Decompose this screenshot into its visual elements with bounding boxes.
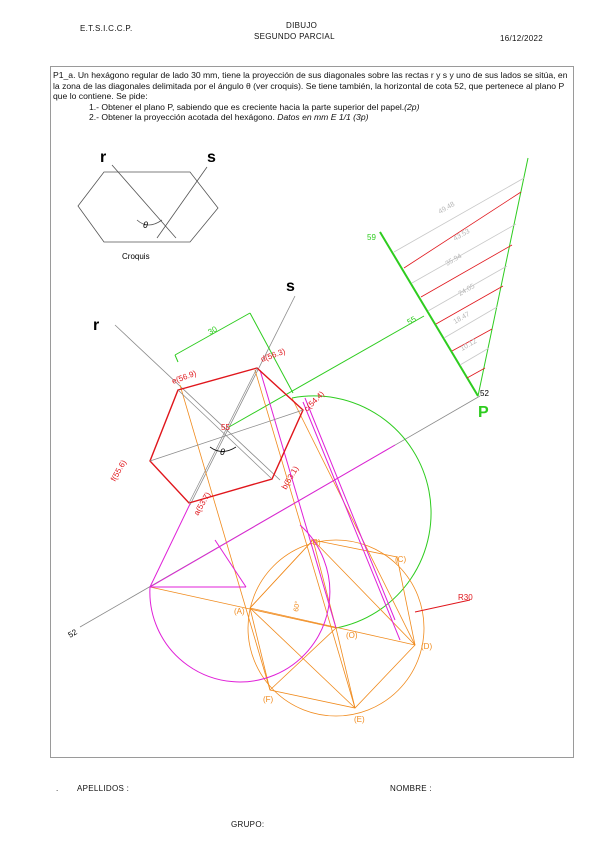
slope-dim-6: 10.12 bbox=[460, 338, 479, 353]
exercise-frame bbox=[50, 66, 574, 758]
level-59-label: 59 bbox=[367, 233, 376, 242]
croquis-theta-arc bbox=[136, 219, 163, 226]
level-55-label: 55 bbox=[406, 314, 419, 327]
statement-text: P1_a. Un hexágono regular de lado 30 mm,… bbox=[53, 70, 568, 102]
croquis-theta: θ bbox=[143, 220, 148, 230]
croquis-sketch bbox=[77, 164, 219, 243]
rabat-circle bbox=[247, 539, 425, 717]
dim-30-line bbox=[174, 312, 251, 356]
label-b: b(53.1) bbox=[280, 464, 301, 491]
label-D: (D) bbox=[421, 642, 432, 651]
dim-30-label: 30 bbox=[207, 324, 220, 337]
slope-dim-1: 49.48 bbox=[438, 201, 457, 216]
name-label: NOMBRE : bbox=[390, 784, 432, 793]
exam-label: SEGUNDO PARCIAL bbox=[254, 32, 335, 41]
plane-thick-segment bbox=[379, 231, 479, 397]
task-2: 2.- Obtener la proyección acotada del he… bbox=[89, 112, 369, 123]
level-52-left: 52 bbox=[67, 627, 80, 640]
angle-label: 60° bbox=[292, 600, 302, 612]
level-55-line bbox=[228, 315, 425, 428]
slope-graduations bbox=[393, 177, 525, 379]
rabat-arc-green bbox=[291, 395, 432, 629]
label-d: d(56.3) bbox=[260, 347, 287, 364]
theta-label: θ bbox=[220, 447, 225, 457]
task-1: 1.- Obtener el plano P, sabiendo que es … bbox=[89, 101, 420, 112]
label-r: r bbox=[93, 317, 99, 334]
magenta-arc bbox=[149, 524, 331, 683]
dim-30-ext-b bbox=[249, 312, 294, 394]
line-r bbox=[114, 324, 281, 481]
plane-slope-line bbox=[477, 157, 529, 397]
center-label: 55 bbox=[221, 423, 230, 432]
label-E: (E) bbox=[354, 715, 365, 724]
dim-30-ext-a bbox=[174, 354, 179, 363]
magenta-construction bbox=[149, 369, 401, 683]
croquis-caption: Croquis bbox=[122, 252, 150, 261]
slope-dim-3: 35.94 bbox=[445, 253, 464, 268]
label-C: (C) bbox=[395, 555, 406, 564]
surname-label: APELLIDOS : bbox=[77, 784, 130, 793]
theta-arc bbox=[209, 446, 237, 452]
group-label: GRUPO: bbox=[231, 820, 265, 829]
level-52-right: 52 bbox=[480, 389, 489, 398]
croquis-hexagon bbox=[77, 171, 219, 243]
radius-arrow bbox=[414, 599, 471, 613]
croquis-label-s: s bbox=[207, 149, 216, 166]
label-s: s bbox=[286, 278, 295, 295]
croquis-label-r: r bbox=[100, 149, 106, 166]
problem-statement: P1_a. Un hexágono regular de lado 30 mm,… bbox=[53, 70, 569, 123]
date-label: 16/12/2022 bbox=[500, 34, 544, 43]
footer-dot: . bbox=[56, 784, 59, 793]
school-label: E.T.S.I.C.C.P. bbox=[80, 24, 133, 33]
label-F: (F) bbox=[263, 695, 274, 704]
slope-dim-4: 24.05 bbox=[458, 283, 477, 298]
radius-label: R30 bbox=[458, 593, 473, 602]
orange-construction bbox=[149, 369, 425, 717]
label-e: e(56.9) bbox=[171, 369, 198, 386]
plane-label-P: P bbox=[478, 404, 489, 421]
label-A: (A) bbox=[234, 607, 245, 616]
label-c: c(54.4) bbox=[302, 389, 326, 413]
croquis-line-s bbox=[156, 166, 208, 239]
label-O: (O) bbox=[346, 631, 358, 640]
line-s bbox=[189, 295, 296, 506]
hexagon-diagonals bbox=[149, 367, 304, 504]
subject-label: DIBUJO bbox=[286, 21, 318, 30]
label-f: f(55.6) bbox=[109, 458, 129, 483]
